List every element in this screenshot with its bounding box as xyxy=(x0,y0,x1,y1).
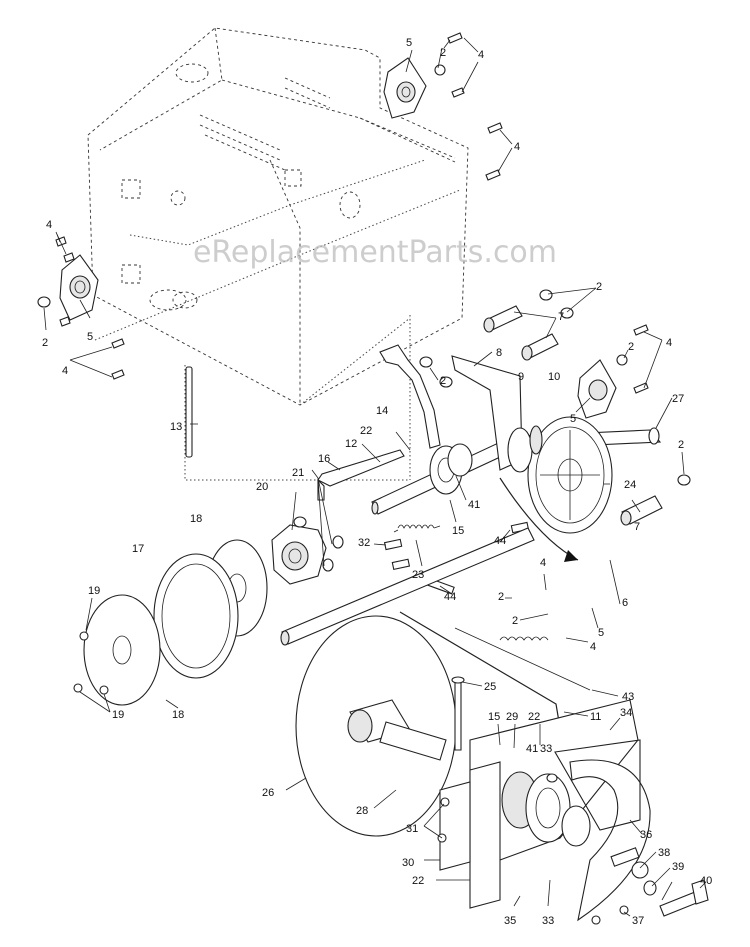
bearing-flange-right xyxy=(577,324,649,419)
part-label: 2 xyxy=(42,337,48,349)
part-label: 2 xyxy=(596,281,602,293)
part-label: 41 xyxy=(468,499,480,511)
part-label: 22 xyxy=(528,711,540,723)
pulley-plates-left xyxy=(73,539,268,706)
spring-23 xyxy=(393,524,441,533)
part-label: 11 xyxy=(590,711,601,723)
part-label: 36 xyxy=(640,829,652,841)
part-label: 8 xyxy=(496,347,502,359)
part-label: 14 xyxy=(376,405,388,417)
bearing-flange-top-right xyxy=(383,32,503,181)
part-label: 33 xyxy=(540,743,552,755)
part-label: 4 xyxy=(514,141,520,153)
part-label: 2 xyxy=(678,439,684,451)
part-label: 13 xyxy=(170,421,182,433)
part-label: 44 xyxy=(494,535,506,547)
impeller-disc xyxy=(295,615,465,837)
part-label: 2 xyxy=(512,615,518,627)
part-label: 2 xyxy=(440,375,446,387)
part-label: 12 xyxy=(345,438,357,450)
part-label: 19 xyxy=(88,585,100,597)
part-label: 40 xyxy=(700,875,712,887)
part-label: 35 xyxy=(504,915,516,927)
leader-lines xyxy=(43,37,707,917)
part-label: 2 xyxy=(498,591,504,603)
part-label: 27 xyxy=(672,393,684,405)
part-label: 18 xyxy=(190,513,202,525)
spacers-right xyxy=(419,289,691,526)
part-label: 41 xyxy=(526,743,538,755)
part-label: 26 xyxy=(262,787,274,799)
part-label: 33 xyxy=(542,915,554,927)
part-label: 2 xyxy=(440,47,446,59)
watermark-text: eReplacementParts.com xyxy=(193,235,557,270)
part-label: 31 xyxy=(406,823,418,835)
part-label: 4 xyxy=(666,337,672,349)
rod-13 xyxy=(185,366,193,458)
part-label: 5 xyxy=(570,413,576,425)
part-label: 24 xyxy=(624,479,636,491)
part-label: 18 xyxy=(172,709,184,721)
part-label: 16 xyxy=(318,453,330,465)
part-label: 4 xyxy=(590,641,596,653)
part-label: 6 xyxy=(622,597,628,609)
auger-shaft-assembly xyxy=(271,355,662,585)
part-label: 38 xyxy=(658,847,670,859)
part-label: 22 xyxy=(412,875,424,887)
part-label: 4 xyxy=(540,557,546,569)
gearbox-assembly xyxy=(437,699,709,925)
bracket-14 xyxy=(317,344,441,501)
part-label: 34 xyxy=(620,707,632,719)
impeller-shaft xyxy=(280,527,535,646)
part-label: 22 xyxy=(360,425,372,437)
part-label: 4 xyxy=(62,365,68,377)
part-label: 9 xyxy=(518,371,524,383)
part-label: 2 xyxy=(628,341,634,353)
part-label: 5 xyxy=(598,627,604,639)
part-label: 28 xyxy=(356,805,368,817)
part-label: 37 xyxy=(632,915,644,927)
part-label: 15 xyxy=(452,525,464,537)
part-label: 15 xyxy=(488,711,500,723)
part-label: 4 xyxy=(478,49,484,61)
part-number-labels: 5 2 4 4 4 5 2 4 2 7 8 2 9 10 14 2 4 5 27… xyxy=(42,37,712,927)
part-label: 43 xyxy=(622,691,634,703)
part-label: 20 xyxy=(256,481,268,493)
part-label: 7 xyxy=(558,311,564,323)
part-label: 29 xyxy=(506,711,518,723)
part-label: 39 xyxy=(672,861,684,873)
part-label: 10 xyxy=(548,371,560,383)
part-label: 19 xyxy=(112,709,124,721)
part-label: 25 xyxy=(484,681,496,693)
part-label: 4 xyxy=(46,219,52,231)
part-label: 5 xyxy=(87,331,93,343)
part-label: 17 xyxy=(132,543,144,555)
assembly-arrow xyxy=(499,477,579,562)
part-label: 5 xyxy=(406,37,412,49)
part-label: 7 xyxy=(634,521,640,533)
part-label: 21 xyxy=(292,467,304,479)
part-label: 32 xyxy=(358,537,370,549)
bearing-flange-left xyxy=(37,236,125,380)
part-label: 44 xyxy=(444,591,456,603)
part-label: 30 xyxy=(402,857,414,869)
part-label: 23 xyxy=(412,569,424,581)
